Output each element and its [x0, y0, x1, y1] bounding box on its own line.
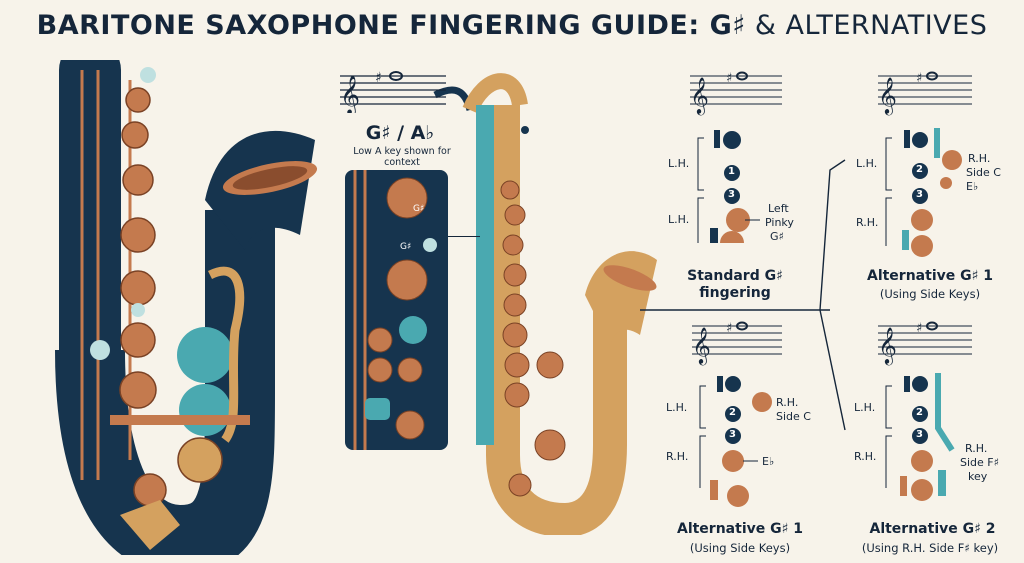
sharp-icon: ♯ [916, 71, 922, 86]
caption-line2: fingering [699, 285, 771, 301]
panel-alt1b-side2: Side C [776, 410, 811, 423]
panel-alt1b-num2: 3 [729, 429, 736, 440]
main-staff: 𝄞 ♯ [340, 70, 446, 113]
panel-standard-side3: G♯ [770, 230, 784, 243]
panel-alt1-lh: L.H. [856, 157, 878, 170]
sharp-icon: ♯ [726, 321, 732, 336]
panel-alt1b-side3: E♭ [762, 455, 775, 468]
panel-alt1b-rh: R.H. [666, 450, 689, 463]
large-navy-saxophone [55, 60, 318, 555]
brass-saxophone [433, 73, 657, 535]
context-note: Low A key shown for context [353, 146, 451, 168]
panel-alt1-num1: 2 [916, 164, 923, 175]
panel-alt2-num2: 3 [916, 429, 923, 440]
treble-clef-icon: 𝄞 [878, 326, 897, 365]
panel-alt1b-side1: R.H. [776, 396, 799, 409]
panel-alt1-side1: R.H. [968, 152, 991, 165]
panel-alt1-top: 𝄞 ♯ 2 3 L.H. R.H. R.H. Side C E♭ [850, 68, 1010, 288]
title-main: BARITONE SAXOPHONE FINGERING GUIDE: G♯ [36, 10, 746, 41]
whole-note-icon [389, 71, 403, 81]
panel-standard-lh: L.H. [668, 157, 690, 170]
panel-alt2-caption: Alternative G♯ 2 [869, 521, 996, 537]
panel-alt1-side2: Side C [966, 166, 1001, 179]
note-name: G♯ / A♭ [365, 122, 435, 144]
panel-alt1-bottom: 𝄞 ♯ 2 3 L.H. R.H. R.H. Side C E♭ [660, 318, 820, 518]
panel-alt1-bottom-sub: (Using Side Keys) [689, 541, 791, 555]
panel-alt2-side3: key [968, 470, 988, 483]
detail-inset: G♯ G♯ [345, 170, 448, 450]
whole-note-icon [926, 321, 938, 331]
sharp-icon: ♯ [726, 71, 732, 86]
inset-label-b: G♯ [400, 242, 412, 252]
panel-standard-num1: 1 [728, 166, 735, 177]
panel-alt1b-num1: 2 [729, 407, 736, 418]
panel-alt1b-lh: L.H. [666, 401, 688, 414]
panel-standard-rh: L.H. [668, 213, 690, 226]
whole-note-icon [736, 71, 748, 81]
panel-alt1-num2: 3 [916, 189, 923, 200]
panel-standard-side2: Pinky [765, 216, 794, 229]
page-title: BARITONE SAXOPHONE FINGERING GUIDE: G♯ &… [0, 10, 1024, 41]
flow-lines [640, 159, 846, 431]
panel-standard-side1: Left [768, 202, 789, 215]
panel-alt2: 𝄞 ♯ 2 3 L.H. R.H. R.H. Side F♯ key [850, 318, 1015, 518]
treble-clef-icon: 𝄞 [692, 326, 711, 365]
panel-alt2-sub: (Using R.H. Side F♯ key) [861, 541, 999, 555]
panel-alt1-top-sub: (Using Side Keys) [879, 287, 981, 301]
panel-standard-num2: 3 [728, 189, 735, 200]
inset-label-a: G♯ [413, 204, 425, 214]
panel-alt1-side3: E♭ [966, 180, 979, 193]
panel-alt2-lh: L.H. [854, 401, 876, 414]
whole-note-icon [926, 71, 938, 81]
panel-standard: 𝄞 ♯ 1 3 L.H. L.H. Left Pinky G♯ [660, 68, 810, 308]
panel-alt1-rh: R.H. [856, 216, 879, 229]
treble-clef-icon: 𝄞 [878, 76, 897, 115]
panel-standard-caption: Standard G♯fingering [660, 268, 810, 302]
panel-alt2-side2: Side F♯ [960, 456, 999, 469]
panel-alt1-bottom-caption: Alternative G♯ 1 [676, 521, 803, 537]
panel-alt2-num1: 2 [916, 407, 923, 418]
panel-alt2-side1: R.H. [965, 442, 988, 455]
panel-alt2-rh: R.H. [854, 450, 877, 463]
sharp-icon: ♯ [916, 321, 922, 336]
treble-clef-icon: 𝄞 [690, 76, 709, 115]
panel-alt1-top-caption: Alternative G♯ 1 [866, 268, 993, 284]
treble-clef-icon: 𝄞 [340, 75, 360, 113]
title-amp: & ALTERNATIVES [745, 10, 988, 41]
inset-connector [448, 236, 480, 237]
sharp-icon: ♯ [375, 70, 382, 86]
whole-note-icon [736, 321, 748, 331]
caption-line1: Standard G♯ [687, 268, 783, 284]
